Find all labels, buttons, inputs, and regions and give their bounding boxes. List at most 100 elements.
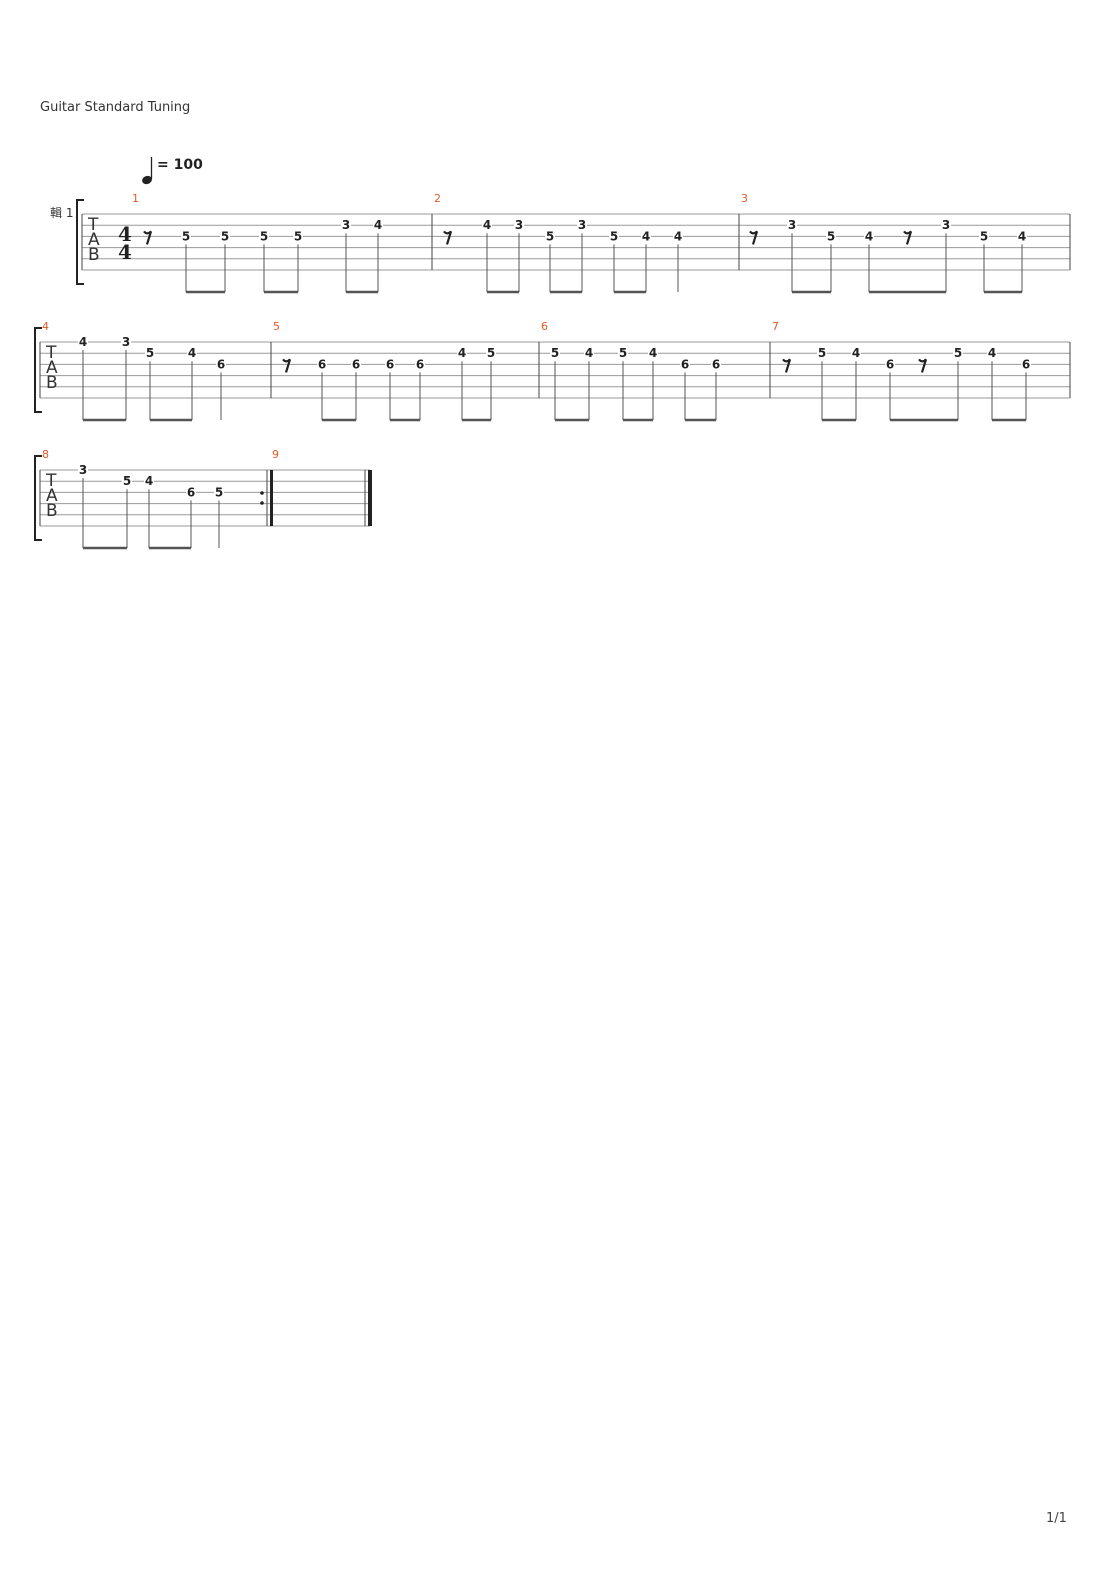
fret-number: 4 [585,346,593,360]
fret-mask [341,218,351,231]
eighth-rest-icon [443,230,453,245]
tab-clef-letter: T [87,215,99,235]
fret-number: 5 [827,229,835,243]
quarter-note-icon [142,175,152,185]
fret-number: 5 [146,346,154,360]
eighth-rest-icon [749,230,759,245]
measure-number: 2 [434,192,441,205]
fret-mask [711,357,721,370]
fret-mask [457,346,467,359]
fret-mask [550,346,560,359]
page-number: 1/1 [1046,1511,1067,1526]
fret-number: 4 [79,335,87,349]
fret-number: 4 [1018,229,1026,243]
fret-number: 5 [215,485,223,499]
fret-number: 4 [483,218,491,232]
fret-number: 4 [852,346,860,360]
repeat-barline-thick [270,470,273,526]
fret-mask [618,346,628,359]
fret-number: 4 [145,474,153,488]
fret-number: 5 [546,229,554,243]
tempo-value: = 100 [157,157,203,173]
time-signature-denominator: 4 [118,240,132,264]
fret-number: 5 [294,229,302,243]
eighth-rest-icon [918,358,928,373]
final-barline-thick [368,470,372,526]
measure-number: 5 [273,320,280,333]
fret-mask [293,229,303,242]
eighth-rest-icon [782,358,792,373]
fret-number: 3 [122,335,130,349]
eighth-rest-icon [282,358,292,373]
measure-number: 4 [42,320,49,333]
fret-mask [121,335,131,347]
fret-mask [826,229,836,242]
fret-mask [78,463,88,475]
fret-mask [979,229,989,242]
measure-number: 6 [541,320,548,333]
fret-number: 3 [788,218,796,232]
fret-mask [641,229,651,242]
fret-mask [584,346,594,359]
fret-mask [186,485,196,498]
fret-number: 6 [352,357,360,371]
fret-mask [317,357,327,370]
fret-number: 4 [642,229,650,243]
fret-mask [648,346,658,359]
fret-number: 6 [386,357,394,371]
fret-mask [577,218,587,231]
fret-mask [145,346,155,359]
repeat-dot [260,491,264,495]
tab-clef-letter: B [88,245,100,265]
fret-number: 5 [980,229,988,243]
measure-number: 8 [42,448,49,461]
fret-number: 4 [188,346,196,360]
fret-number: 5 [954,346,962,360]
fret-number: 6 [217,357,225,371]
fret-mask [953,346,963,359]
fret-mask [187,346,197,359]
fret-number: 5 [123,474,131,488]
fret-mask [885,357,895,370]
fret-number: 5 [182,229,190,243]
fret-number: 5 [619,346,627,360]
fret-mask [514,218,524,231]
fret-number: 6 [1022,357,1030,371]
fret-number: 6 [712,357,720,371]
measure-number: 9 [272,448,279,461]
repeat-dot [260,501,264,505]
tab-clef-letter: A [46,358,58,378]
fret-number: 5 [610,229,618,243]
fret-mask [864,229,874,242]
fret-mask [122,474,132,487]
tab-clef-letter: A [46,486,58,506]
fret-mask [609,229,619,242]
fret-mask [144,474,154,487]
fret-number: 4 [458,346,466,360]
fret-mask [415,357,425,370]
tab-clef-letter: A [88,230,100,250]
fret-mask [941,218,951,231]
fret-number: 5 [487,346,495,360]
system-bracket [76,199,84,285]
system-bracket [34,327,42,413]
fret-number: 6 [416,357,424,371]
fret-number: 4 [674,229,682,243]
tab-clef-letter: T [45,471,57,491]
fret-mask [373,218,383,231]
tuning-label: Guitar Standard Tuning [40,100,191,115]
fret-number: 3 [942,218,950,232]
measure-number: 1 [132,192,139,205]
fret-mask [1021,357,1031,370]
track-label: 輯 1 [50,206,73,220]
measure-number: 3 [741,192,748,205]
eighth-rest-icon [903,230,913,245]
system-bracket [34,455,42,541]
fret-number: 4 [865,229,873,243]
fret-mask [486,346,496,359]
tab-clef-letter: B [46,373,58,393]
fret-number: 5 [260,229,268,243]
